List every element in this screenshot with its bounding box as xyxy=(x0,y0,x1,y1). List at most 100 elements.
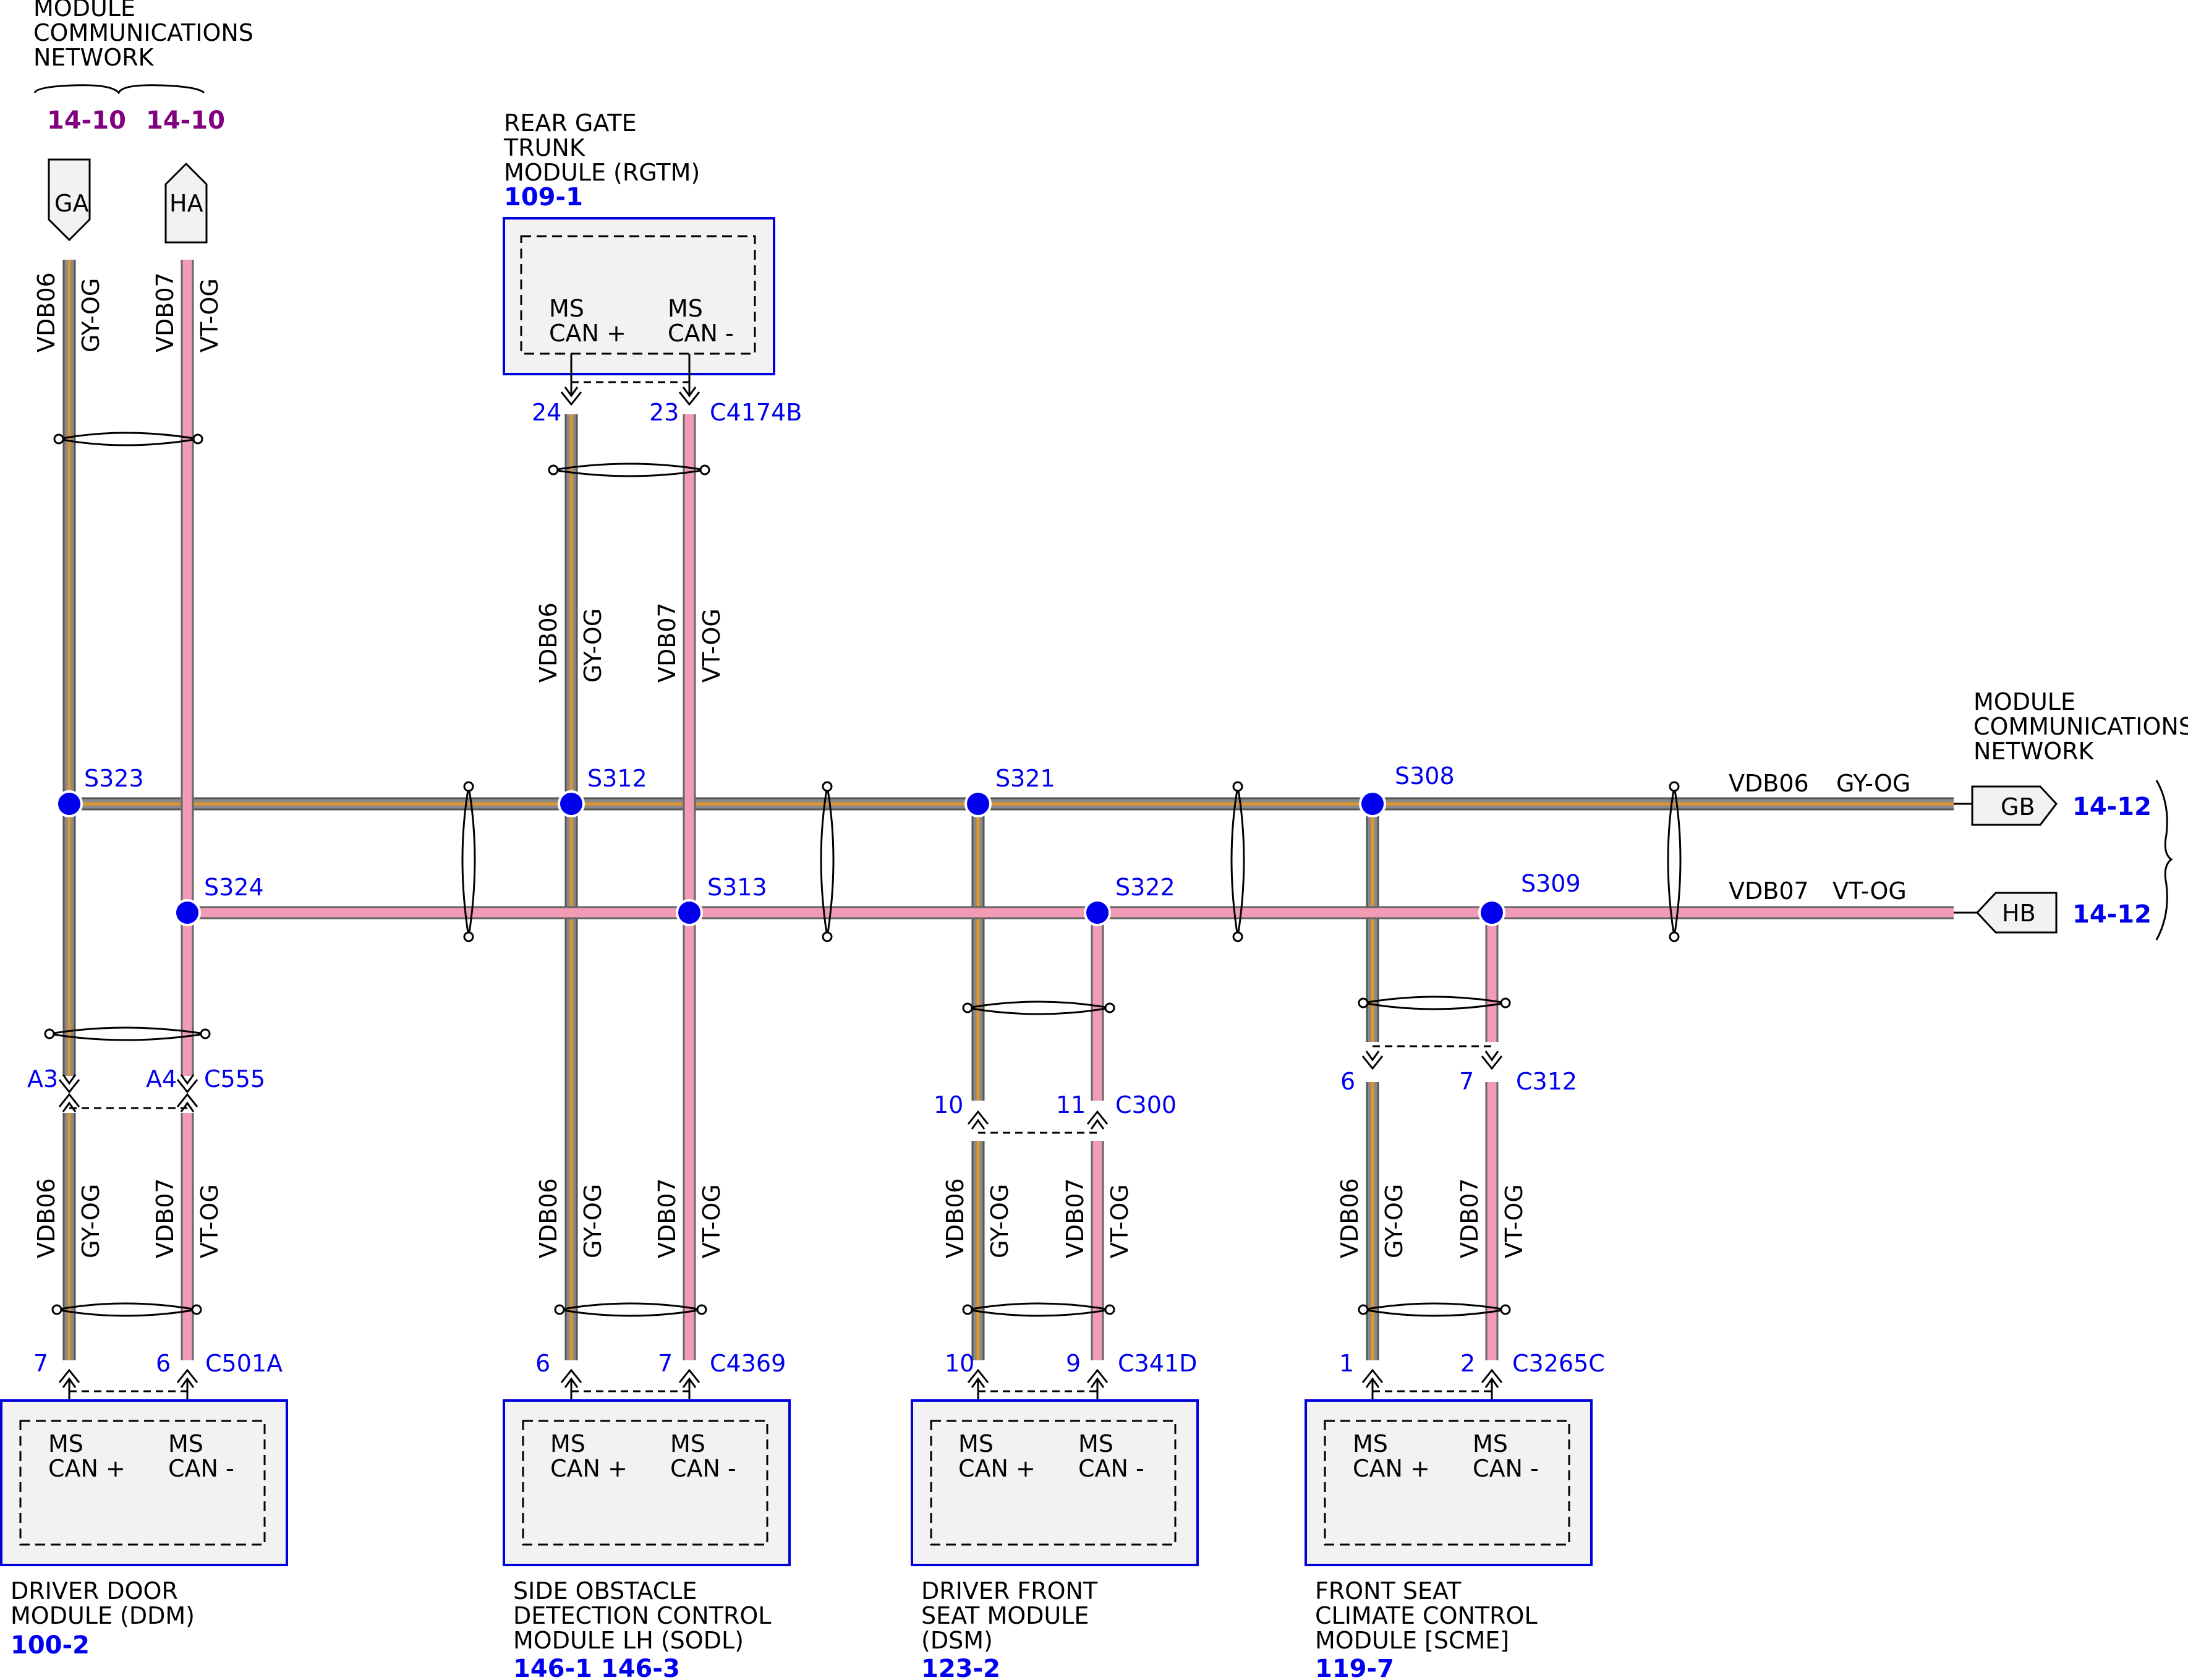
sodl-box xyxy=(503,1399,791,1566)
scme-inline-connector: C312 xyxy=(1516,1068,1577,1095)
scme-connector: C3265C xyxy=(1512,1350,1605,1377)
wire-label-color-minus: VT-OG xyxy=(1501,1184,1528,1258)
network-top-ref-ha: 14-10 xyxy=(146,106,225,135)
wires-can-plus xyxy=(62,260,1954,1360)
sodl-name-2: DETECTION CONTROL xyxy=(513,1602,771,1629)
wire-label-color-minus: VT-OG xyxy=(1106,1184,1133,1258)
splice-label-s321: S321 xyxy=(995,765,1055,792)
network-right-brace xyxy=(2155,780,2173,940)
dsm-label-plus-2: CAN + xyxy=(958,1455,1036,1482)
wire-label-circuit-plus: VDB06 xyxy=(535,1178,562,1258)
tag-hb-label: HB xyxy=(2002,900,2036,927)
dsm-inline-connector: C300 xyxy=(1115,1091,1177,1119)
scme-label-minus-2: CAN - xyxy=(1473,1455,1539,1482)
sodl-connector: C4369 xyxy=(710,1350,786,1377)
splice-s313 xyxy=(676,899,703,926)
wire-label-color-minus: VT-OG xyxy=(1833,877,1907,905)
sodl-pin-plus: 6 xyxy=(535,1350,550,1377)
network-top-brace xyxy=(33,84,205,95)
splice-label-s313: S313 xyxy=(707,874,767,901)
rgtm-pin-plus: 24 xyxy=(532,399,561,426)
sodl-pin-minus: 7 xyxy=(658,1350,673,1377)
wire-label-circuit-minus: VDB07 xyxy=(151,272,179,352)
network-top-title-1: MODULE xyxy=(33,0,135,22)
dsm-label-minus-1: MS xyxy=(1078,1430,1113,1457)
dsm-pin-minus: 9 xyxy=(1066,1350,1081,1377)
ddm-name-2: MODULE (DDM) xyxy=(11,1602,195,1629)
wire-label-circuit-plus: VDB06 xyxy=(1729,770,1809,797)
rgtm-label-plus-2: CAN + xyxy=(549,320,626,347)
ddm-name-1: DRIVER DOOR xyxy=(11,1577,178,1605)
sodl-label-plus-2: CAN + xyxy=(550,1455,628,1482)
ddm-inline-pin-minus: A4 xyxy=(146,1065,177,1093)
dsm-name-2: SEAT MODULE xyxy=(921,1602,1089,1629)
scme-name-1: FRONT SEAT xyxy=(1315,1577,1462,1605)
sodl-label-minus-2: CAN - xyxy=(670,1455,736,1482)
wire-label-color-plus: GY-OG xyxy=(1381,1184,1408,1258)
splice-label-s324: S324 xyxy=(204,874,264,901)
scme-label-minus-1: MS xyxy=(1473,1430,1508,1457)
splice-label-s312: S312 xyxy=(587,765,647,792)
dsm-label-plus-1: MS xyxy=(958,1430,994,1457)
splice-label-s323: S323 xyxy=(84,765,144,792)
module-scme: 6 7 C312 1 2 C3265C MS CAN + MS CAN - FR… xyxy=(1305,1045,1605,1680)
wire-label-color-plus: GY-OG xyxy=(579,1184,607,1258)
tag-ha-label: HA xyxy=(169,190,203,217)
splice-s322 xyxy=(1084,899,1111,926)
wire-labels: VDB06 GY-OG VDB07 VT-OG VDB06 GY-OG VDB0… xyxy=(33,272,1910,1258)
wire-label-circuit-minus: VDB07 xyxy=(653,602,681,683)
network-right-title-1: MODULE xyxy=(1973,688,2075,715)
splice-s323 xyxy=(56,790,83,817)
scme-name-3: MODULE [SCME] xyxy=(1315,1627,1509,1654)
wire-label-circuit-minus: VDB07 xyxy=(151,1178,179,1258)
tag-ga xyxy=(48,158,91,242)
dsm-label-minus-2: CAN - xyxy=(1078,1455,1144,1482)
ddm-pin-plus: 7 xyxy=(33,1350,48,1377)
wire-label-color-plus: GY-OG xyxy=(77,1184,104,1258)
tag-gb xyxy=(1971,785,2058,826)
dsm-box xyxy=(911,1399,1199,1566)
ddm-connector: C501A xyxy=(205,1350,283,1377)
wire-label-circuit-minus: VDB07 xyxy=(1456,1178,1483,1258)
ddm-label-minus-2: CAN - xyxy=(168,1455,234,1482)
rgtm-name-1: REAR GATE xyxy=(504,109,637,137)
splice-label-s322: S322 xyxy=(1115,874,1175,901)
scme-name-2: CLIMATE CONTROL xyxy=(1315,1602,1538,1629)
scme-ref: 119-7 xyxy=(1315,1655,1394,1680)
dsm-name-1: DRIVER FRONT xyxy=(921,1577,1098,1605)
rgtm-connector: C4174B xyxy=(710,399,802,426)
module-dsm: 10 11 C300 10 9 C341D MS CAN + MS CAN - … xyxy=(911,1091,1199,1680)
ddm-inline-pin-plus: A3 xyxy=(27,1065,58,1093)
tag-gb-label: GB xyxy=(2001,793,2035,821)
scme-inline-pin-minus: 7 xyxy=(1459,1068,1474,1095)
network-top-title-2: COMMUNICATIONS xyxy=(33,19,253,46)
rgtm-pin-minus: 23 xyxy=(649,399,679,426)
wire-label-circuit-plus: VDB06 xyxy=(1336,1178,1363,1258)
network-right-title-2: COMMUNICATIONS xyxy=(1973,713,2188,740)
rgtm-label-minus-2: CAN - xyxy=(668,320,734,347)
splice-s312 xyxy=(558,790,585,817)
wire-label-color-minus: VT-OG xyxy=(698,608,725,683)
wire-label-circuit-minus: VDB07 xyxy=(1729,877,1809,905)
network-top-ref-ga: 14-10 xyxy=(47,106,126,135)
dsm-inline-pin-minus: 11 xyxy=(1056,1091,1086,1119)
splice-s309 xyxy=(1478,899,1505,926)
rgtm-label-plus-1: MS xyxy=(549,295,584,322)
wire-label-color-plus: GY-OG xyxy=(986,1184,1013,1258)
ddm-inline-connector: C555 xyxy=(204,1065,265,1093)
wire-label-color-minus: VT-OG xyxy=(196,1184,223,1258)
ddm-label-minus-1: MS xyxy=(168,1430,203,1457)
wire-label-circuit-minus: VDB07 xyxy=(653,1178,681,1258)
ddm-label-plus-2: CAN + xyxy=(48,1455,126,1482)
wire-label-circuit-plus: VDB06 xyxy=(942,1178,969,1258)
scme-inline-pin-plus: 6 xyxy=(1340,1068,1355,1095)
dsm-name-3: (DSM) xyxy=(921,1627,993,1654)
wire-label-color-plus: GY-OG xyxy=(77,278,104,352)
scme-pin-plus: 1 xyxy=(1339,1350,1354,1377)
wire-label-color-plus: GY-OG xyxy=(1836,770,1910,797)
wires-can-minus xyxy=(181,260,1954,1360)
rgtm-label-minus-1: MS xyxy=(668,295,703,322)
network-right-ref-hb: 14-12 xyxy=(2072,900,2152,929)
network-right-title-3: NETWORK xyxy=(1973,738,2095,765)
